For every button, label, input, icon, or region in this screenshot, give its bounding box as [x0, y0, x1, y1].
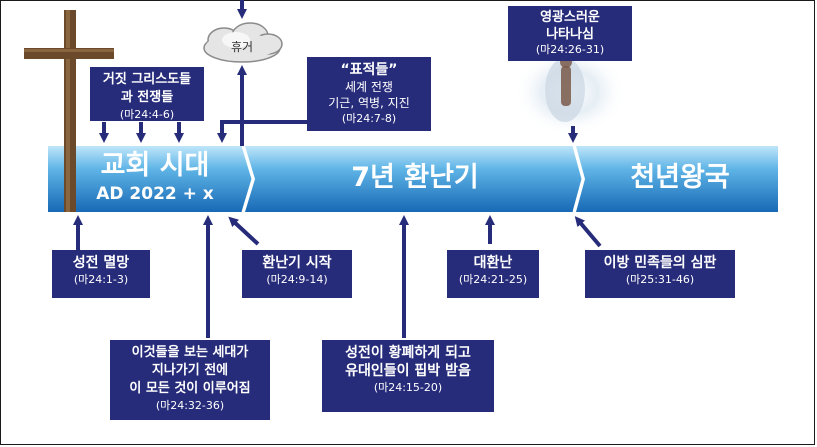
- signs-ref: (마24:7-8): [341, 112, 397, 125]
- glory-ref: (마24:26-31): [535, 43, 605, 56]
- this-generation-line2: 지나가기 전에: [151, 363, 229, 378]
- great-tribulation-ref: (마24:21-25): [458, 273, 528, 286]
- tribulation-begins-ref: (마24:9-14): [266, 273, 328, 286]
- temple-destroyed-line1: 성전 멸망: [72, 255, 130, 271]
- abomination-line2: 유대인들이 핍박 받음: [345, 363, 471, 379]
- arrow-signs: [217, 120, 308, 143]
- abomination-ref: (마24:15-20): [373, 381, 443, 394]
- box-signs: “표적들” 세계 전쟁 기근, 역병, 지진 (마24:7-8): [307, 57, 431, 131]
- era-church-age-title: 교회 시대: [100, 150, 210, 181]
- false-christs-line2: 과 전쟁들: [120, 90, 174, 105]
- band-segment-millennium: [576, 146, 778, 212]
- era-millennium-title: 천년왕국: [630, 162, 730, 193]
- this-generation-line1: 이것들을 보는 세대가: [131, 345, 249, 360]
- arrow-judgment-nations: [574, 216, 602, 248]
- era-church-age-subtitle: AD 2022 + x: [96, 184, 214, 204]
- signs-line1: “표적들”: [340, 62, 398, 78]
- box-this-generation: 이것들을 보는 세대가 지나가기 전에 이 모든 것이 이루어짐 (마24:32…: [110, 340, 270, 420]
- signs-line3: 기근, 역병, 지진: [328, 96, 410, 110]
- box-abomination: 성전이 황폐하게 되고 유대인들이 핍박 받음 (마24:15-20): [322, 340, 494, 412]
- this-generation-line3: 이 모든 것이 이루어짐: [129, 381, 251, 396]
- tribulation-begins-line1: 환난기 시작: [262, 255, 332, 271]
- great-tribulation-line1: 대환난: [473, 255, 513, 271]
- this-generation-ref: (마24:32-36): [155, 399, 225, 412]
- rapture-label: 휴거: [230, 40, 254, 54]
- box-great-tribulation: 대환난 (마24:21-25): [447, 250, 539, 298]
- false-christs-line1: 거짓 그리스도들: [102, 72, 192, 87]
- box-temple-destroyed: 성전 멸망 (마24:1-3): [52, 250, 150, 298]
- signs-line2: 세계 전쟁: [345, 80, 393, 94]
- band-segment-tribulation: [245, 146, 582, 212]
- box-false-christs: 거짓 그리스도들 과 전쟁들 (마24:4-6): [90, 67, 204, 121]
- false-christs-ref: (마24:4-6): [119, 108, 175, 121]
- temple-destroyed-ref: (마24:1-3): [73, 273, 129, 286]
- box-judgment-nations: 이방 민족들의 심판 (마25:31-46): [585, 250, 735, 298]
- judgment-nations-ref: (마25:31-46): [625, 273, 695, 286]
- glorious-appearing-label: 영광스러운 나타나심 (마24:26-31): [508, 6, 632, 61]
- arrow-tribulation-begins: [228, 216, 260, 246]
- box-tribulation-begins: 환난기 시작 (마24:9-14): [242, 250, 352, 298]
- abomination-line1: 성전이 황폐하게 되고: [345, 345, 471, 361]
- judgment-nations-line1: 이방 민족들의 심판: [603, 255, 717, 271]
- band-segment-church-age: [48, 146, 252, 212]
- glory-line2: 나타나심: [546, 27, 594, 42]
- era-tribulation-title: 7년 환난기: [351, 162, 479, 193]
- glory-line1: 영광스러운: [540, 10, 600, 25]
